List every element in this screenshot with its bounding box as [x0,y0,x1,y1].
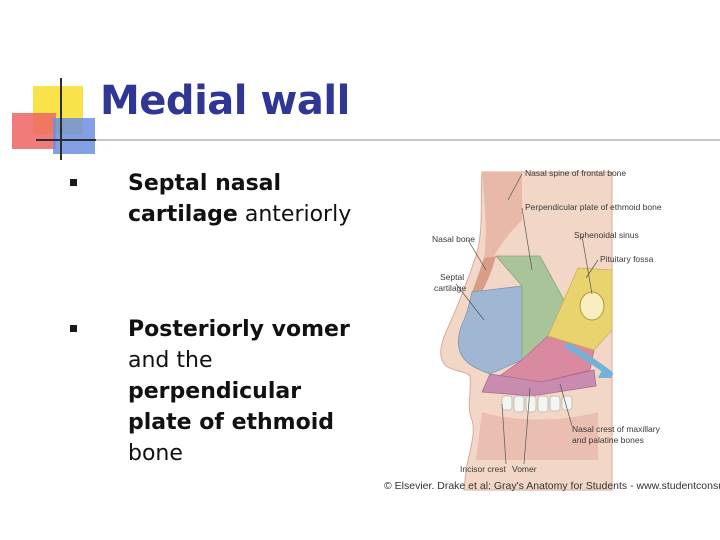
tooth [549,395,561,412]
frontal-bone-region [482,172,522,258]
bullet-text: Septal nasal cartilage anteriorly [128,168,358,230]
decor-short-rule [36,139,96,141]
bullet-bold-text: Posteriorly vomer [128,317,350,342]
anatomy-figure: Nasal spine of frontal bone Perpendicula… [372,160,712,500]
label-nasal-crest-line1: Nasal crest of maxillary [572,424,661,434]
nasal-septum-illustration: Nasal spine of frontal bone Perpendicula… [432,168,662,491]
label-septal-cartilage-line2: cartilage [434,283,466,293]
palate-region [481,369,597,397]
bullet-text: Posteriorly vomer and the perpendicular … [128,314,358,469]
label-nasal-bone: Nasal bone [432,234,475,244]
bullet-bold-text: perpendicular plate of ethmoid [128,379,335,435]
leader-lines [455,173,599,465]
label-pituitary-fossa: Pituitary fossa [600,254,654,264]
decor-vertical-line [60,78,62,160]
bullet-marker [70,179,77,186]
tooth [525,395,537,413]
nasal-bone-region [472,256,496,296]
title-underline [96,139,720,141]
lower-jaw-region [476,412,598,460]
label-perpendicular-plate: Perpendicular plate of ethmoid bone [525,202,662,212]
slide-title: Medial wall [100,78,350,124]
bullet-plain-text: anteriorly [237,202,352,227]
bullet-plain-text: and the [128,348,213,373]
label-septal-cartilage-line1: Septal [440,272,464,282]
bullet-bold-text: Septal nasal cartilage [128,171,282,227]
bullet-plain-text: bone [128,441,183,466]
label-sphenoidal-sinus: Sphenoidal sinus [574,230,639,240]
figure-credit: © Elsevier. Drake et al: Gray's Anatomy … [384,480,720,492]
airflow-arrowhead [598,366,612,378]
label-nasal-crest-line2: and palatine bones [572,435,644,445]
label-incisor-crest: Incisor crest [460,464,506,474]
bullet-marker [70,325,77,332]
tooth [513,395,525,413]
tooth [501,395,513,411]
decor-red-square [12,113,56,149]
label-vomer: Vomer [512,464,537,474]
tooth [537,395,549,413]
label-nasal-spine: Nasal spine of frontal bone [525,168,626,178]
sphenoidal-sinus [579,291,605,321]
